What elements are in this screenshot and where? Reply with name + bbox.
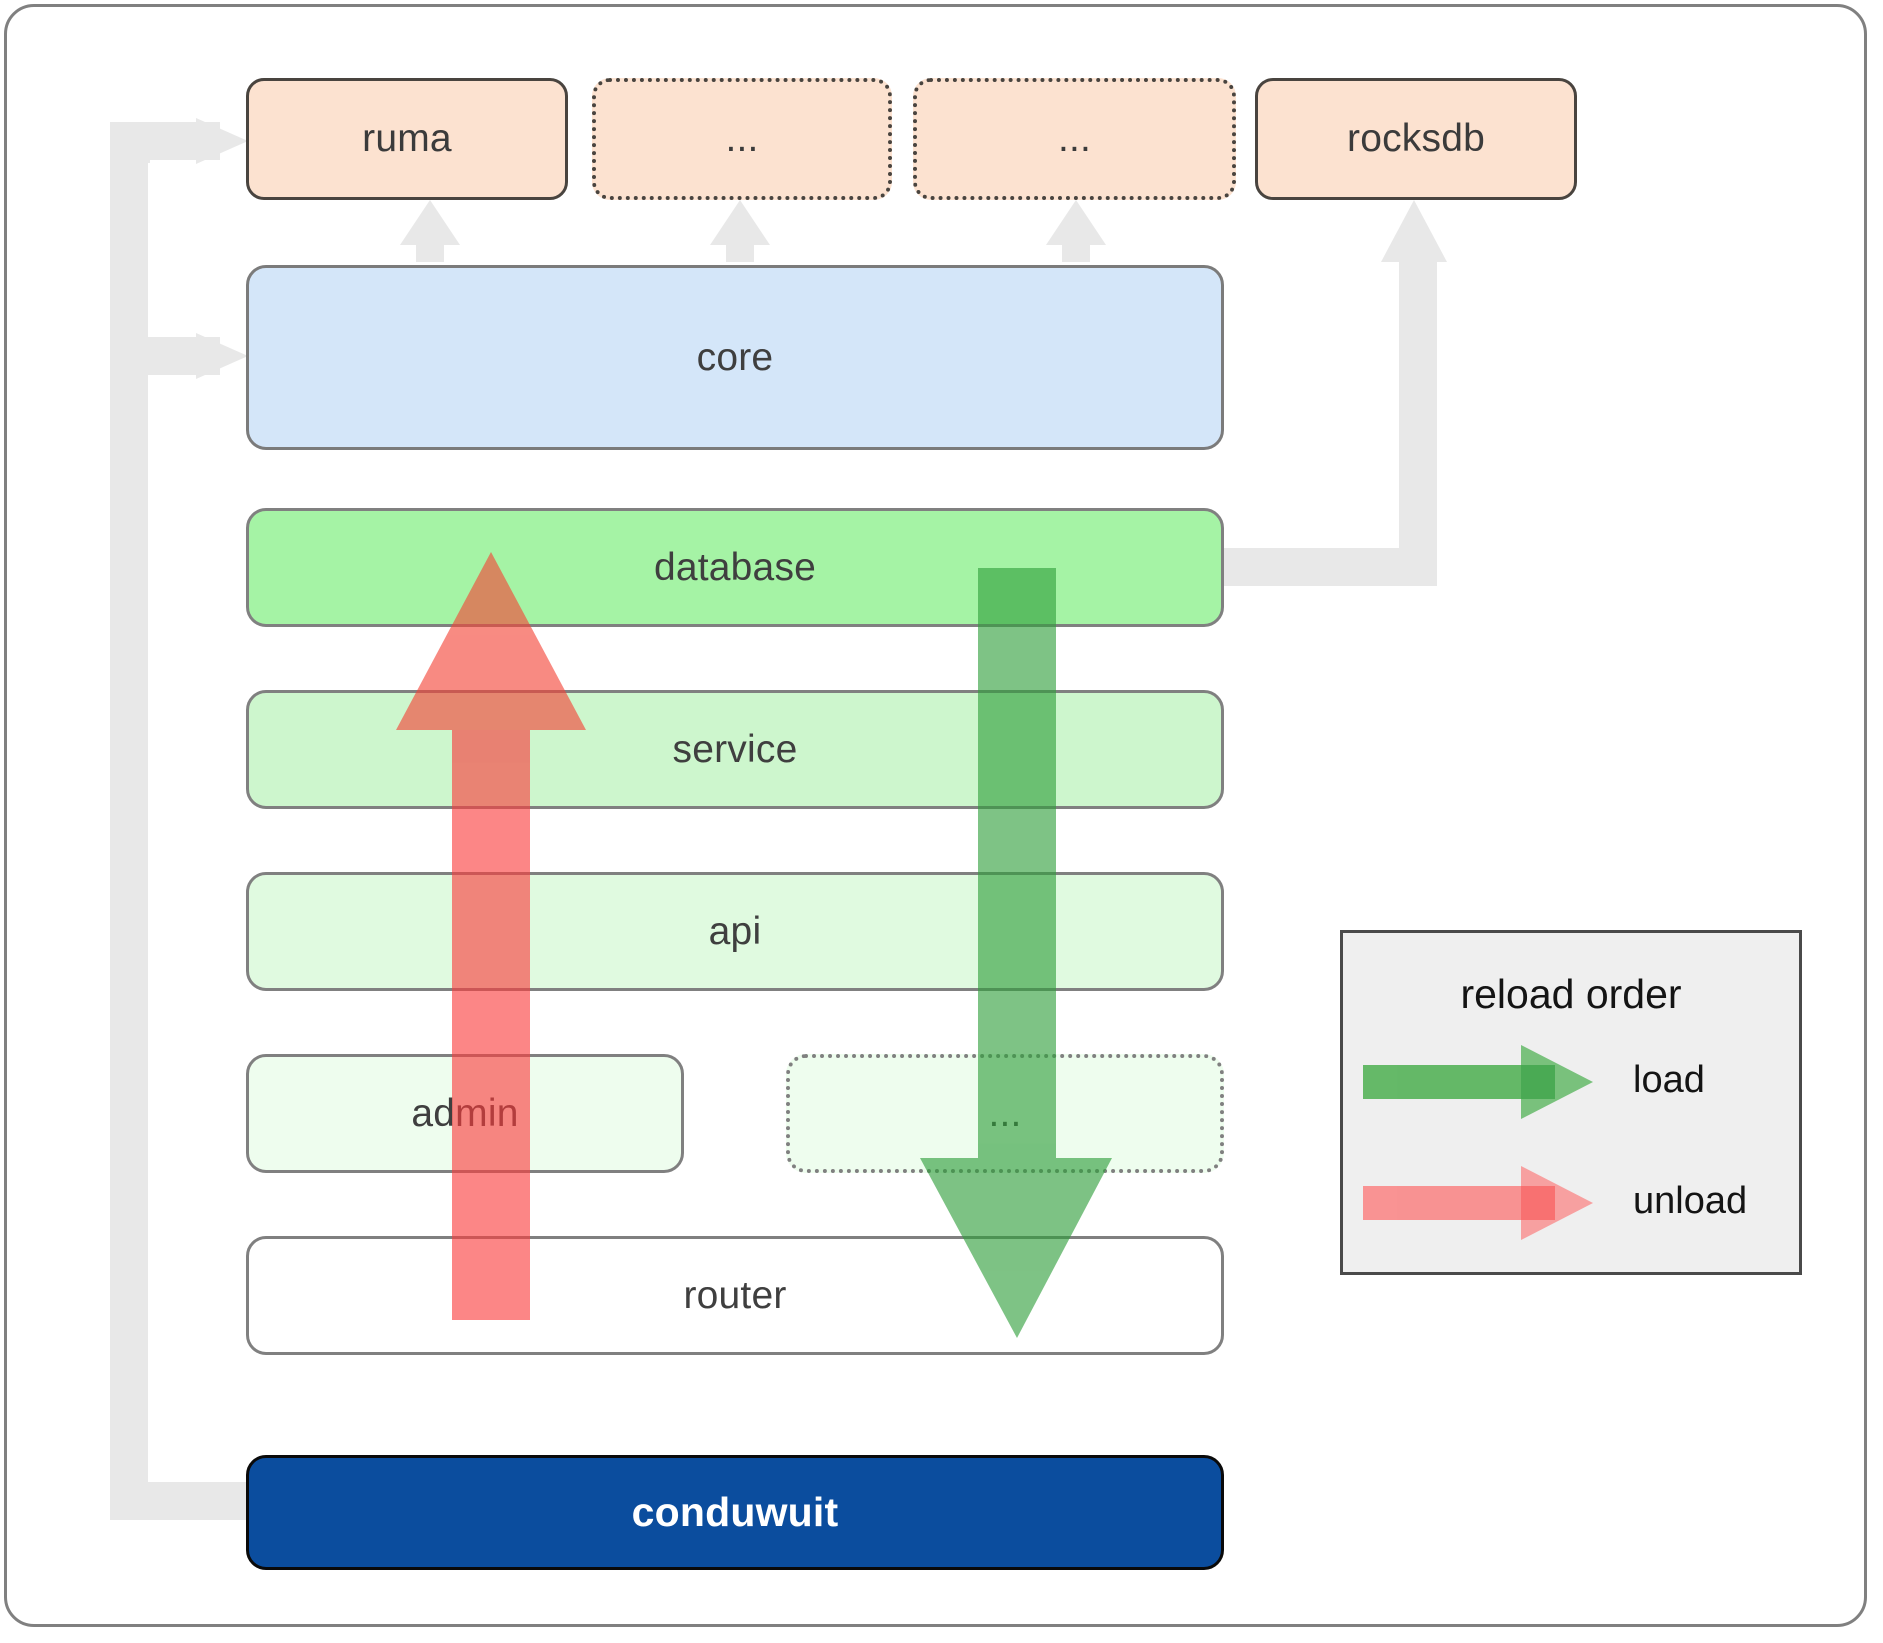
legend-arrow-graphics: [1363, 1045, 1593, 1240]
application-box-conduwuit[interactable]: conduwuit: [246, 1455, 1224, 1570]
dependency-label-ruma: ruma: [362, 117, 452, 160]
module-label-api: api: [708, 909, 762, 953]
legend-load-arrow: [1363, 1045, 1593, 1119]
module-label-database: database: [653, 545, 817, 589]
module-label-admin: admin: [411, 1091, 519, 1135]
dependency-box-placeholder-2[interactable]: ...: [913, 78, 1236, 200]
legend-unload-arrow: [1363, 1166, 1593, 1240]
module-box-database[interactable]: database: [246, 508, 1224, 627]
module-box-admin[interactable]: admin: [246, 1054, 684, 1173]
diagram-frame: [4, 4, 1867, 1627]
module-label-core: core: [696, 335, 774, 379]
dependency-box-rocksdb[interactable]: rocksdb: [1255, 78, 1577, 200]
module-box-router[interactable]: router: [246, 1236, 1224, 1355]
legend-title: reload order: [1460, 971, 1682, 1017]
module-label-placeholder: ...: [988, 1091, 1022, 1135]
dependency-label-rocksdb: rocksdb: [1347, 117, 1485, 160]
module-box-api[interactable]: api: [246, 872, 1224, 991]
application-label-conduwuit: conduwuit: [631, 1489, 839, 1535]
dependency-box-ruma[interactable]: ruma: [246, 78, 568, 200]
module-box-service[interactable]: service: [246, 690, 1224, 809]
legend-label-load: load: [1633, 1059, 1705, 1101]
module-box-core[interactable]: core: [246, 265, 1224, 450]
module-label-router: router: [683, 1273, 787, 1317]
dependency-label-placeholder-2: ...: [1057, 117, 1092, 160]
module-box-placeholder[interactable]: ...: [786, 1054, 1224, 1173]
legend-panel: reload order load unload: [1340, 930, 1802, 1275]
dependency-label-placeholder-1: ...: [725, 117, 759, 160]
legend-label-unload: unload: [1633, 1180, 1748, 1222]
dependency-box-placeholder-1[interactable]: ...: [592, 78, 892, 200]
module-label-service: service: [672, 727, 798, 771]
